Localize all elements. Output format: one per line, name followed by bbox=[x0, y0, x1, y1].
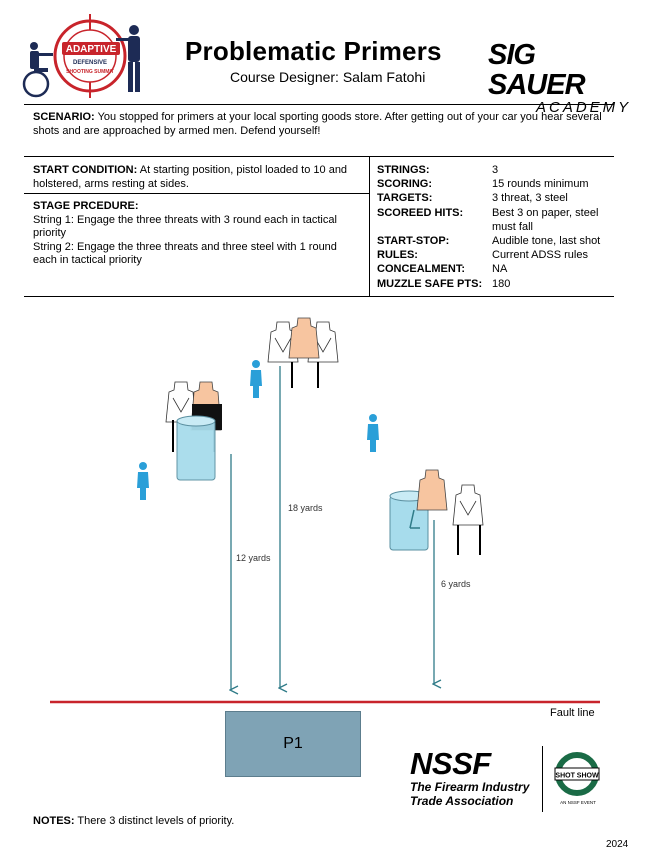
procedure-string-1: String 1: Engage the three threats with … bbox=[33, 213, 337, 240]
threat-target bbox=[416, 469, 448, 511]
distance-label-18: 18 yards bbox=[288, 503, 323, 513]
adaptive-logo-text: ADAPTIVE bbox=[66, 44, 117, 55]
distance-label-6: 6 yards bbox=[441, 579, 471, 589]
shot-show-caption: AN NSSF EVENT bbox=[560, 800, 596, 805]
sig-sauer-academy-logo: SIG SAUER ACADEMY bbox=[488, 39, 628, 116]
divider bbox=[24, 156, 614, 157]
page-title: Problematic Primers bbox=[185, 36, 442, 66]
steel-popper bbox=[250, 360, 262, 398]
divider bbox=[542, 746, 543, 812]
year: 2024 bbox=[606, 839, 629, 850]
nssf-mark: NSSF bbox=[410, 746, 491, 781]
scenario-text: SCENARIO: You stopped for primers at you… bbox=[33, 111, 602, 137]
prop-row-scored-hits: SCOREED HITS:Best 3 on paper, steel must… bbox=[377, 206, 599, 233]
divider bbox=[24, 104, 614, 105]
target-array-center bbox=[267, 317, 339, 388]
adaptive-defensive-logo: ADAPTIVE DEFENSIVE SHOOTING SUMMIT bbox=[22, 14, 140, 98]
start-condition: START CONDITION: At starting position, p… bbox=[33, 164, 348, 190]
sig-academy-text: ACADEMY bbox=[536, 99, 632, 116]
target-array-right bbox=[389, 469, 484, 555]
svg-text:SHOOTING SUMMIT: SHOOTING SUMMIT bbox=[66, 69, 114, 75]
target-array-left bbox=[165, 381, 222, 481]
fault-line-label: Fault line bbox=[550, 707, 595, 719]
course-designer: Course Designer: Salam Fatohi bbox=[230, 69, 426, 85]
stage-properties: STRINGS:3 SCORING:15 rounds minimum TARG… bbox=[377, 163, 617, 291]
shot-show-logo: SHOT SHOW bbox=[554, 752, 600, 796]
prop-row-scoring: SCORING:15 rounds minimum bbox=[377, 178, 589, 191]
sig-sauer-brand: SIG SAUER bbox=[488, 39, 586, 101]
notes: NOTES: There 3 distinct levels of priori… bbox=[33, 815, 235, 827]
prop-row-start-stop: START-STOP:Audible tone, last shot bbox=[377, 235, 601, 248]
no-shoot-target bbox=[452, 484, 484, 526]
divider bbox=[24, 193, 369, 194]
target-rings-icon bbox=[53, 14, 127, 98]
procedure-string-2: String 2: Engage the three threats and t… bbox=[33, 240, 337, 267]
stage-procedure: STAGE PRCEDURE: String 1: Engage the thr… bbox=[33, 200, 363, 268]
prop-row-rules: RULES:Current ADSS rules bbox=[377, 249, 588, 262]
start-position-label: P1 bbox=[283, 735, 303, 752]
barrel-cover bbox=[176, 419, 216, 481]
procedure-label: STAGE PRCEDURE: bbox=[33, 200, 139, 212]
nssf-tagline: The Firearm Industry Trade Association bbox=[410, 780, 530, 808]
threat-target bbox=[288, 317, 320, 359]
shot-show-text: SHOT SHOW bbox=[555, 773, 599, 780]
prop-row-targets: TARGETS:3 threat, 3 steel bbox=[377, 192, 568, 205]
stage-diagram: 18 yards 12 yards 6 yards bbox=[50, 317, 600, 704]
steel-popper bbox=[137, 462, 149, 500]
divider bbox=[369, 156, 370, 296]
prop-row-muzzle-safe: MUZZLE SAFE PTS:180 bbox=[377, 277, 511, 290]
prop-row-strings: STRINGS:3 bbox=[377, 164, 499, 176]
distance-label-12: 12 yards bbox=[236, 553, 271, 563]
wheelchair-shooter-icon bbox=[22, 42, 53, 98]
start-position-box: P1 bbox=[225, 711, 361, 777]
standing-shooter-icon bbox=[116, 25, 140, 92]
prop-row-concealment: CONCEALMENT:NA bbox=[377, 263, 508, 276]
steel-popper bbox=[367, 414, 379, 452]
nssf-logo: NSSF The Firearm Industry Trade Associat… bbox=[410, 746, 540, 809]
divider bbox=[24, 296, 614, 297]
svg-text:DEFENSIVE: DEFENSIVE bbox=[73, 60, 107, 66]
